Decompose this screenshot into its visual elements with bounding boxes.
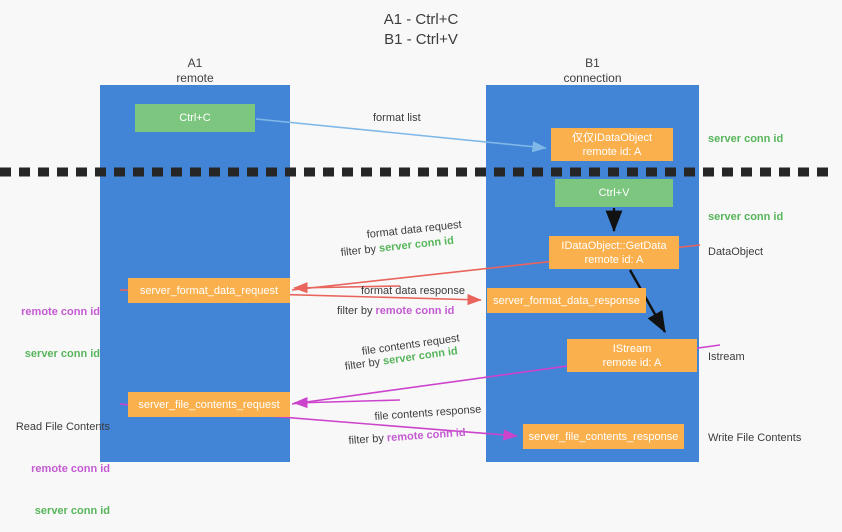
lane-b1-header: B1 connection [563, 56, 622, 85]
label-conn-ids-format: remote conn id server conn id [10, 277, 100, 375]
box-server-format-data-request[interactable]: server_format_data_request [128, 278, 290, 303]
label-server-conn-id-1: server conn id [708, 133, 784, 145]
label-istream: Istream [708, 351, 745, 363]
filter-by-text-2: filter by [337, 305, 376, 317]
annotation-format-list: format list [373, 112, 421, 124]
page-title: A1 - Ctrl+C B1 - Ctrl+V [383, 11, 459, 48]
arrow-file-contents-request-head [293, 397, 401, 409]
box-server-file-contents-response[interactable]: server_file_contents_response [523, 424, 684, 449]
box-ctrl-v[interactable]: Ctrl+V [555, 179, 673, 207]
filter-by-text-3: filter by [344, 355, 384, 373]
box-server-format-data-response[interactable]: server_format_data_response [487, 288, 646, 313]
label-write-file-contents: Write File Contents [708, 432, 802, 444]
label-dataobject: DataObject [708, 246, 764, 258]
label-server-conn-id-4: server conn id [34, 505, 110, 517]
label-read-file-contents-group: Read File Contents remote conn id server… [10, 392, 110, 532]
annotation-filter-by-remote-2: filter by remote conn id [348, 426, 466, 449]
filter-value-remote-conn-id-1: remote conn id [375, 305, 455, 317]
annotation-filter-by-remote-1: filter by remote conn id [337, 304, 454, 319]
filter-value-remote-conn-id-2: remote conn id [386, 426, 466, 445]
box-idataobject[interactable]: 仅仅IDataObject remote id: A [551, 128, 673, 161]
filter-by-text-1: filter by [340, 242, 380, 259]
box-server-file-contents-request[interactable]: server_file_contents_request [128, 392, 290, 417]
annotation-format-data-response: format data response [361, 285, 465, 297]
label-read-file-contents: Read File Contents [15, 421, 110, 433]
lane-a1-header: A1 remote [176, 56, 214, 85]
box-idataobject-getdata[interactable]: IDataObject::GetData remote id: A [549, 236, 679, 269]
label-server-conn-id-2: server conn id [708, 211, 784, 223]
label-remote-conn-id-1: remote conn id [21, 306, 100, 318]
label-remote-conn-id-2: remote conn id [31, 463, 110, 475]
box-ctrl-c[interactable]: Ctrl+C [135, 104, 255, 132]
filter-by-text-4: filter by [348, 432, 388, 447]
label-server-conn-id-3: server conn id [24, 348, 100, 360]
annotation-file-contents-response: file contents response [374, 403, 482, 423]
box-istream[interactable]: IStream remote id: A [567, 339, 697, 372]
